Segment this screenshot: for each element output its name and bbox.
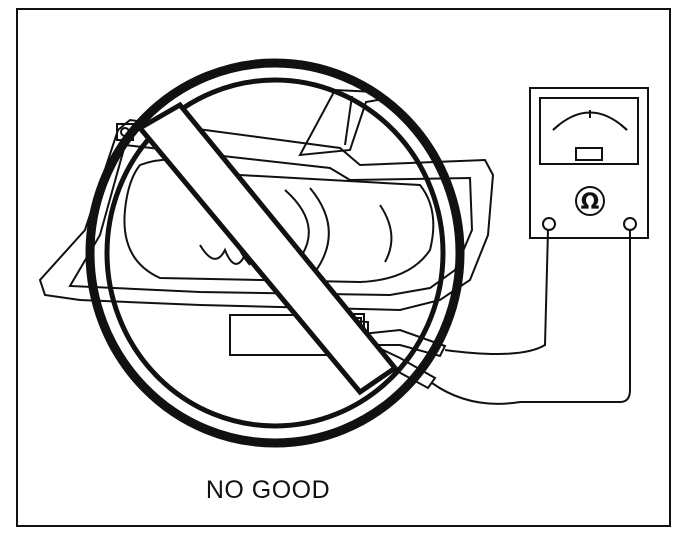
prohibition-circle-inner-stroke — [104, 77, 446, 429]
headlight-bracket-line — [344, 95, 353, 146]
ohmmeter — [529, 87, 649, 239]
reflector-arc-3 — [309, 187, 330, 273]
prohibition-sign — [85, 58, 465, 448]
headlight-top-bracket — [298, 88, 380, 157]
ohmmeter-terminal-right — [623, 217, 637, 231]
probe-lead-left — [444, 229, 549, 355]
ohmmeter-dial-icon — [575, 186, 605, 216]
caption-no-good: NO GOOD — [205, 476, 331, 504]
prohibition-slash — [136, 101, 399, 396]
tester-probes — [358, 229, 631, 405]
ohmmeter-needle-pivot — [575, 147, 603, 161]
outer-frame — [16, 8, 671, 527]
reflector-arc-4 — [379, 204, 393, 263]
bulb-outline — [199, 244, 246, 265]
ohmmeter-body — [529, 87, 649, 239]
prohibition-circle-outer-stroke — [85, 58, 465, 448]
ohmmeter-scale-ticks — [552, 110, 628, 131]
probe-lead-right — [431, 230, 631, 405]
ohmmeter-terminal-left — [542, 217, 556, 231]
ohm-symbol: Ω — [581, 190, 600, 215]
ohmmeter-display — [539, 97, 639, 165]
